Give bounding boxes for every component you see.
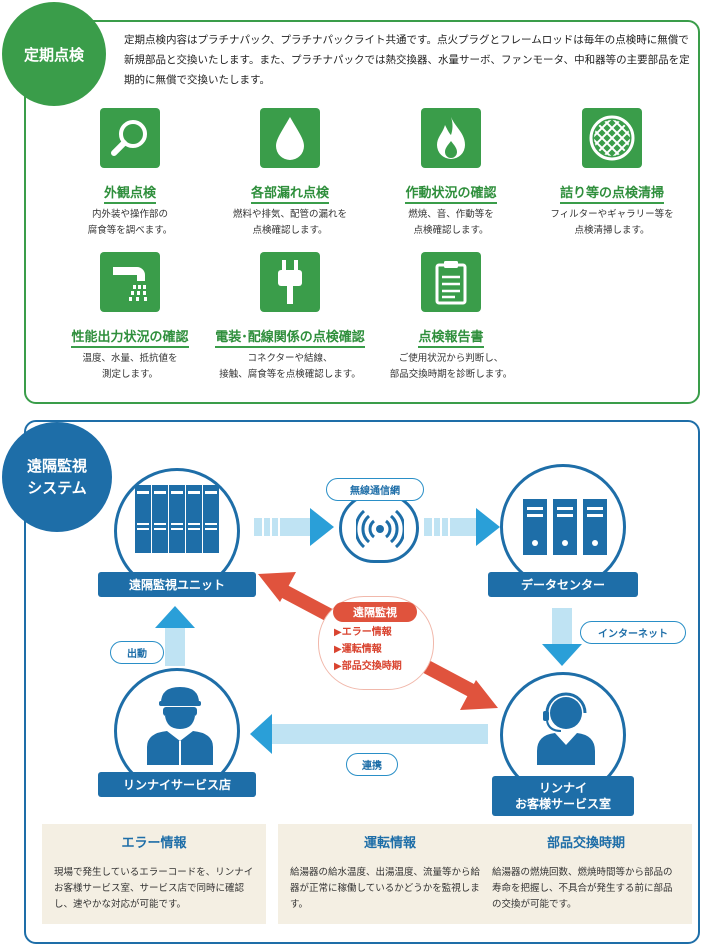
info-box-error: エラー情報 現場で発生しているエラーコードを、リンナイお客様サービス室、サービス… xyxy=(42,824,266,924)
inspection-item-operation: 作動状況の確認 燃焼、音、作動等を 点検確認します。 xyxy=(366,108,536,239)
inspection-item-exterior: 外観点検 内外装や操作部の 腐食等を調べます。 xyxy=(45,108,215,239)
arrow-wireless-to-datacenter xyxy=(424,508,500,546)
info-title: 部品交換時期 xyxy=(546,836,625,851)
item-desc: 内外装や操作部の 腐食等を調べます。 xyxy=(87,209,173,236)
item-title: 外観点検 xyxy=(103,182,156,204)
water-drop-icon xyxy=(260,108,320,168)
service-technician-icon xyxy=(147,687,213,765)
flame-icon xyxy=(421,108,481,168)
item-desc: コネクターや結線、 接触、腐食等を点検確認します。 xyxy=(219,353,361,380)
arrow-shop-to-unit xyxy=(155,606,195,666)
service-shop-label: リンナイサービス店 xyxy=(98,772,256,797)
inspection-item-leak: 各部漏れ点検 燃料や排気、配管の漏れを 点検確認します。 xyxy=(205,108,375,239)
operator-headset-icon xyxy=(537,692,595,765)
monitoring-badge: 遠隔監視 システム xyxy=(2,422,112,532)
internet-label: インターネット xyxy=(580,621,686,644)
remote-item: ▶エラー情報 xyxy=(334,624,402,641)
triangle-bullet-icon: ▶ xyxy=(334,644,342,655)
cooperation-label: 連携 xyxy=(346,753,398,776)
monitoring-panel xyxy=(24,420,700,944)
wireless-node xyxy=(339,493,419,563)
wireless-label: 無線通信網 xyxy=(326,478,424,501)
inspection-item-report: 点検報告書 ご使用状況から判断し、 部品交換時期を診断します。 xyxy=(366,252,536,383)
item-title: 各部漏れ点検 xyxy=(250,182,329,204)
inspection-intro-text: 定期点検内容はプラチナパック、プラチナパックライト共通です。点火プラグとフレーム… xyxy=(124,34,690,86)
filter-mesh-icon xyxy=(582,108,642,168)
info-desc: 現場で発生しているエラーコードを、リンナイお客様サービス室、サービス店で同時に確… xyxy=(54,867,254,910)
inspection-item-performance: 性能出力状況の確認 温度、水量、抵抗値を 測定します。 xyxy=(45,252,215,383)
item-desc: フィルターやギャラリー等を 点検清掃します。 xyxy=(550,209,674,236)
inspection-item-electrical: 電装･配線関係の点検確認 コネクターや結線、 接触、腐食等を点検確認します。 xyxy=(205,252,375,383)
triangle-bullet-icon: ▶ xyxy=(334,627,342,638)
remote-item-label: 部品交換時期 xyxy=(341,661,402,672)
datacenter-label: データセンター xyxy=(488,572,638,597)
wireless-signal-icon xyxy=(356,509,404,549)
item-title: 性能出力状況の確認 xyxy=(71,326,189,348)
dispatch-label: 出動 xyxy=(110,641,164,664)
inspection-panel xyxy=(24,20,700,404)
remote-item: ▶運転情報 xyxy=(334,641,402,658)
item-title: 電装･配線関係の点検確認 xyxy=(215,326,365,348)
remote-monitoring-title: 遠隔監視 xyxy=(333,602,417,622)
inspection-badge: 定期点検 xyxy=(2,2,106,106)
server-rack-icon xyxy=(135,485,219,553)
item-desc: 燃焼、音、作動等を 点検確認します。 xyxy=(408,209,494,236)
info-title: エラー情報 xyxy=(121,836,187,851)
info-box-operation: 運転情報 給湯器の給水温度、出湯温度、流量等から給湯器が正常に稼働しているかどう… xyxy=(278,824,502,924)
remote-item-label: エラー情報 xyxy=(341,627,392,638)
item-desc: ご使用状況から判断し、 部品交換時期を診断します。 xyxy=(389,353,513,380)
unit-label: 遠隔監視ユニット xyxy=(98,572,256,597)
remote-item: ▶部品交換時期 xyxy=(334,658,402,675)
item-title: 詰り等の点検清掃 xyxy=(559,182,664,204)
remote-item-label: 運転情報 xyxy=(341,644,382,655)
info-title: 運転情報 xyxy=(363,836,416,851)
arrow-customer-to-shop xyxy=(250,714,488,754)
inspection-item-cleaning: 詰り等の点検清掃 フィルターやギャラリー等を 点検清掃します。 xyxy=(527,108,697,239)
clipboard-icon xyxy=(421,252,481,312)
plug-icon xyxy=(260,252,320,312)
info-desc: 給湯器の給水温度、出湯温度、流量等から給湯器が正常に稼働しているかどうかを監視し… xyxy=(290,867,490,910)
datacenter-server-icon xyxy=(523,499,607,555)
monitoring-badge-text: 遠隔監視 システム xyxy=(26,457,87,497)
item-desc: 燃料や排気、配管の漏れを 点検確認します。 xyxy=(232,209,347,236)
remote-monitoring-list: ▶エラー情報 ▶運転情報 ▶部品交換時期 xyxy=(334,624,402,675)
info-desc: 給湯器の燃焼回数、燃焼時間等から部品の寿命を把握し、不具合が発生する前に部品の交… xyxy=(492,867,673,910)
item-desc: 温度、水量、抵抗値を 測定します。 xyxy=(82,353,178,380)
magnifier-icon xyxy=(100,108,160,168)
arrow-unit-to-wireless xyxy=(254,508,334,546)
faucet-icon xyxy=(100,252,160,312)
arrow-datacenter-to-customer xyxy=(542,608,582,666)
customer-room-label: リンナイ お客様サービス室 xyxy=(492,776,634,816)
datacenter-node xyxy=(500,464,626,590)
item-title: 作動状況の確認 xyxy=(405,182,497,204)
item-title: 点検報告書 xyxy=(418,326,484,348)
info-box-parts: 部品交換時期 給湯器の燃焼回数、燃焼時間等から部品の寿命を把握し、不具合が発生す… xyxy=(480,824,692,924)
triangle-bullet-icon: ▶ xyxy=(334,661,342,672)
